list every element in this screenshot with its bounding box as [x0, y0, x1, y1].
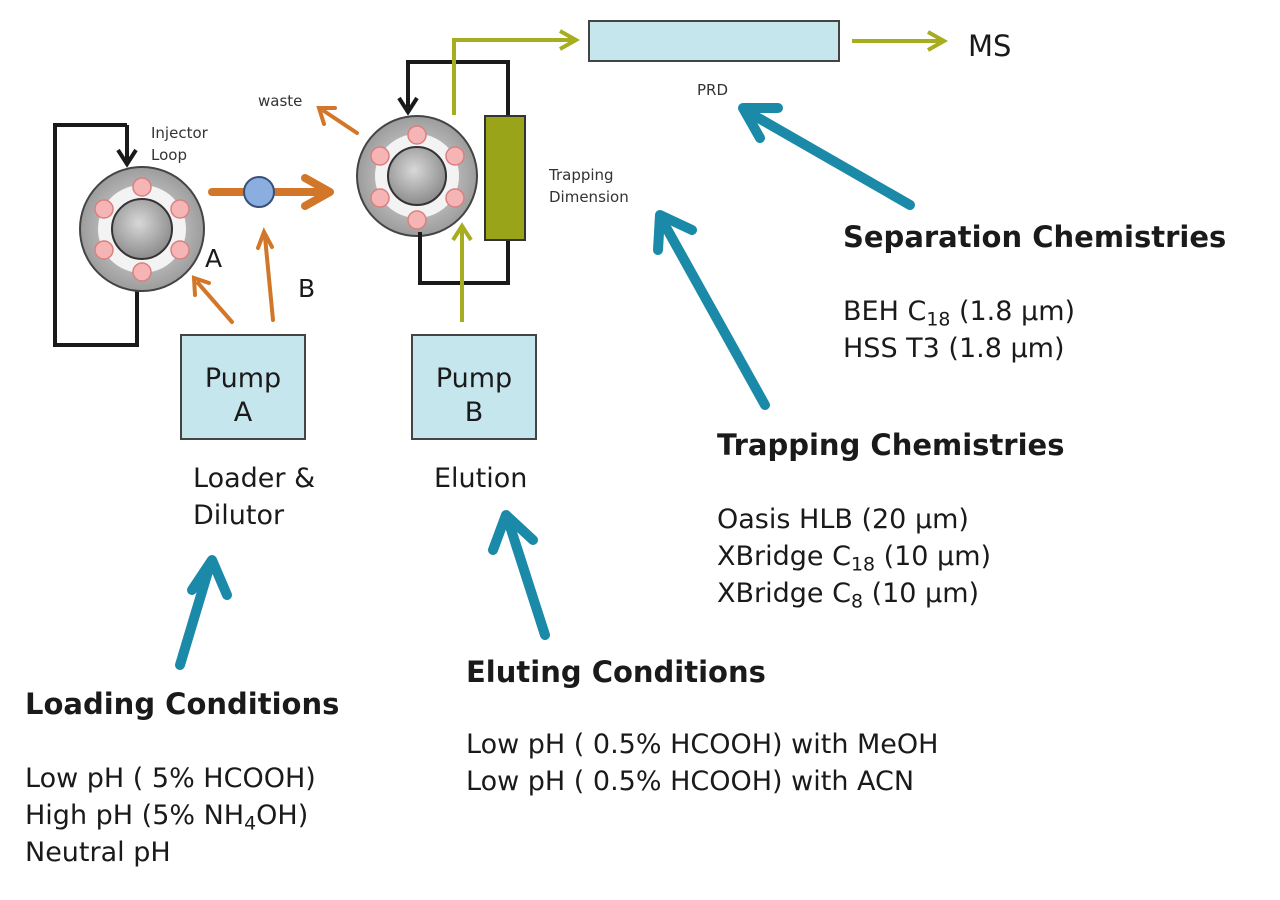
loading-flow-arrows — [191, 106, 359, 324]
trapping-title: Trapping Chemistries — [717, 428, 1065, 462]
separation-title: Separation Chemistries — [843, 220, 1227, 254]
valve-a-label: A — [205, 244, 223, 273]
arrow-icon — [175, 560, 215, 670]
trapping-item: XBridge C18 (10 µm) — [717, 541, 992, 576]
arrow-icon — [488, 510, 538, 555]
injector-loop-line — [53, 123, 139, 347]
pump-a-box: Pump A — [180, 334, 306, 440]
prd-column — [588, 20, 840, 62]
arrow-icon — [657, 215, 770, 410]
arrow-icon — [743, 107, 915, 210]
trapping-item: XBridge C8 (10 µm) — [717, 578, 980, 613]
valve-icon — [79, 166, 205, 292]
pump-a-label-line2: A — [233, 397, 253, 428]
trapping-dimension-label: Trapping Dimension — [549, 166, 629, 206]
arrow-icon — [653, 210, 697, 255]
trapping-chemistries: Trapping Chemistries Oasis HLB (20 µm) X… — [717, 427, 1064, 612]
arrow-icon — [738, 103, 783, 143]
valve-icon — [356, 115, 478, 237]
pump-a-role: Loader & Dilutor — [193, 463, 316, 531]
waste-label: waste — [258, 92, 303, 110]
eluting-title: Eluting Conditions — [466, 655, 766, 689]
separation-chemistries: Separation Chemistries BEH C18 (1.8 µm) … — [843, 219, 1226, 367]
arrow-icon — [503, 515, 550, 640]
eluting-item: Low pH ( 0.5% HCOOH) with MeOH — [466, 729, 939, 760]
loading-item: High pH (5% NH4OH) — [25, 800, 309, 835]
loading-item: Low pH ( 5% HCOOH) — [25, 763, 316, 794]
elution-flow-line — [451, 29, 949, 322]
eluting-conditions: Eluting Conditions Low pH ( 0.5% HCOOH) … — [466, 654, 938, 800]
valve-b-label: B — [298, 274, 316, 303]
injector-loop-label: Injector Loop — [151, 124, 208, 164]
pump-b-label-line2: B — [464, 397, 484, 428]
pump-b-box: Pump B — [411, 334, 537, 440]
pump-b-label-line1: Pump — [435, 363, 513, 394]
separation-item: HSS T3 (1.8 µm) — [843, 333, 1065, 364]
ms-label: MS — [968, 29, 1012, 63]
separation-item: BEH C18 (1.8 µm) — [843, 296, 1076, 331]
eluting-item: Low pH ( 0.5% HCOOH) with ACN — [466, 766, 915, 797]
trapping-item: Oasis HLB (20 µm) — [717, 504, 969, 535]
trapping-column — [484, 115, 526, 241]
arrow-icon — [187, 555, 232, 600]
prd-label: PRD — [697, 81, 729, 99]
loading-conditions: Loading Conditions Low pH ( 5% HCOOH) Hi… — [25, 686, 339, 871]
pump-a-label-line1: Pump — [204, 363, 282, 394]
teal-pointer-arrows — [175, 103, 915, 670]
loading-item: Neutral pH — [25, 837, 171, 868]
mixer-icon — [243, 176, 275, 208]
pump-b-role: Elution — [434, 463, 528, 494]
loading-title: Loading Conditions — [25, 687, 340, 721]
